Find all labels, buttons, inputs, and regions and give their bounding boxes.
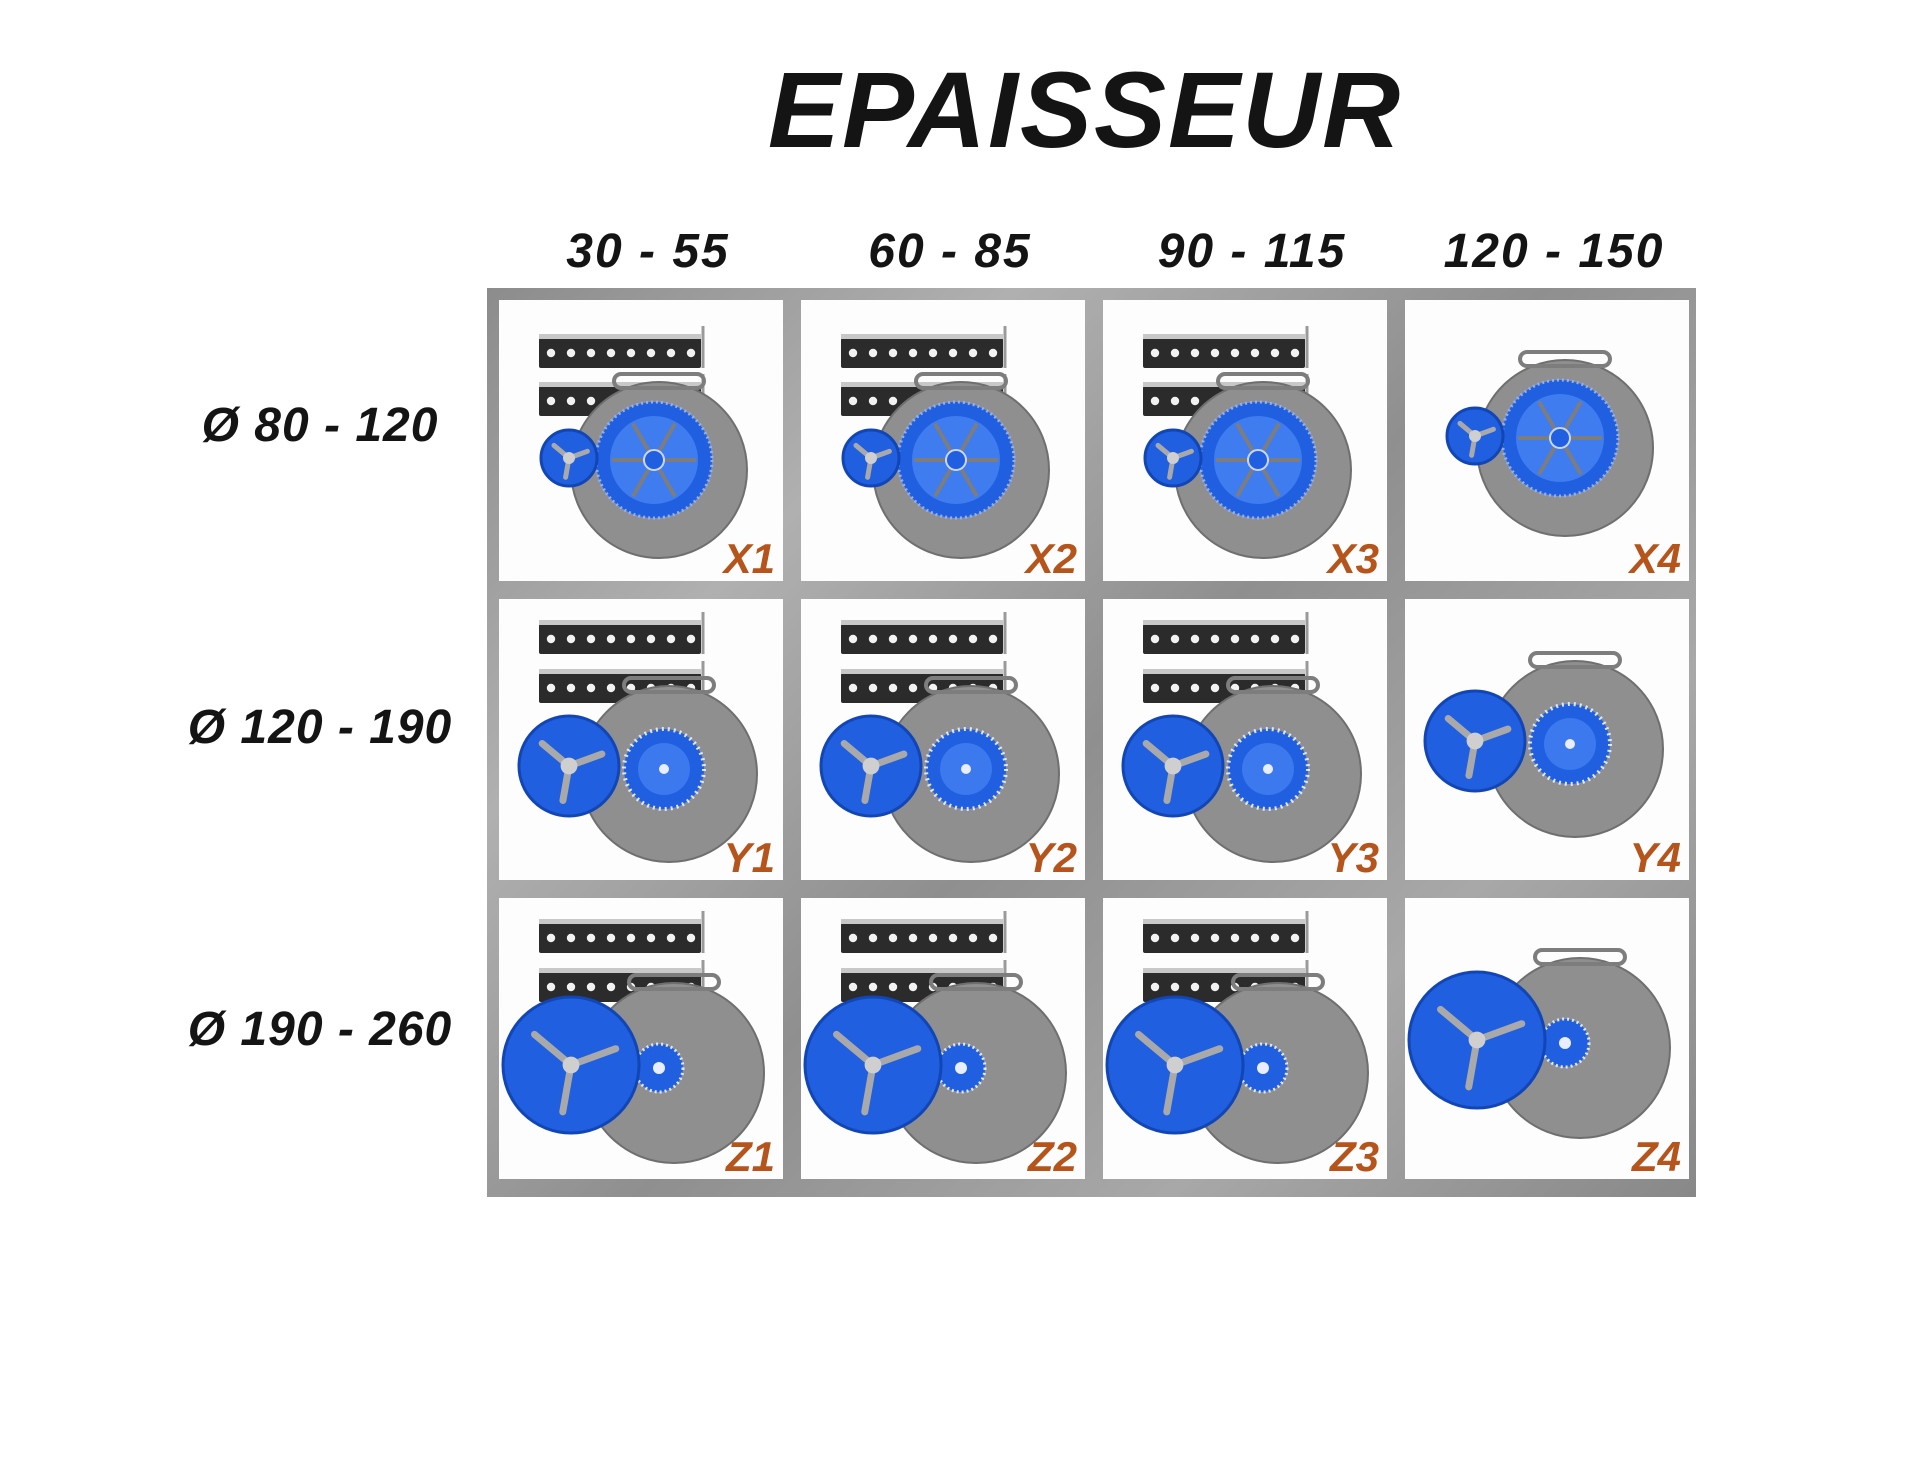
right-wheel (1528, 702, 1612, 786)
config-cell-z2: Z2 (801, 898, 1085, 1179)
left-wheel (517, 714, 621, 818)
right-wheel (594, 400, 714, 520)
machine-illustration (1105, 911, 1369, 1164)
config-code-label: Z1 (725, 1133, 775, 1179)
row-header-2: Ø 120 - 190 (187, 701, 453, 754)
rail (841, 911, 1007, 953)
config-code-label: X4 (1629, 535, 1681, 581)
left-wheel (501, 995, 641, 1135)
machine-illustration (1143, 326, 1352, 559)
config-cell-z4: Z4 (1405, 898, 1689, 1179)
column-header-4: 120 - 150 (1443, 225, 1665, 278)
left-wheel (1105, 995, 1245, 1135)
config-cell-y2: Y2 (801, 599, 1085, 880)
machine-illustration (1423, 651, 1664, 838)
right-wheel (924, 727, 1008, 811)
rail (1143, 911, 1309, 953)
right-wheel (935, 1042, 987, 1094)
left-wheel (1143, 428, 1203, 488)
left-wheel (1121, 714, 1225, 818)
config-cell-x4: X4 (1405, 300, 1689, 581)
config-code-label: Y4 (1629, 834, 1681, 880)
rail (539, 326, 705, 368)
config-code-label: Y2 (1025, 834, 1077, 880)
config-code-label: Z2 (1027, 1133, 1077, 1179)
right-wheel (1500, 378, 1620, 498)
left-wheel (819, 714, 923, 818)
machine-illustration (517, 612, 758, 863)
machine-illustration (819, 612, 1060, 863)
config-cell-z3: Z3 (1103, 898, 1387, 1179)
config-cell-x2: X2 (801, 300, 1085, 581)
left-wheel (1407, 970, 1547, 1110)
rail (1143, 612, 1309, 654)
right-wheel (1226, 727, 1310, 811)
machine-illustration (841, 326, 1050, 559)
column-header-2: 60 - 85 (868, 225, 1032, 278)
left-wheel (841, 428, 901, 488)
rail (539, 612, 705, 654)
row-header-3: Ø 190 - 260 (187, 1003, 453, 1056)
config-code-label: Y1 (723, 834, 775, 880)
machine-illustration (501, 911, 765, 1164)
column-header-3: 90 - 115 (1157, 225, 1347, 278)
config-code-label: X2 (1025, 535, 1077, 581)
config-code-label: Z4 (1631, 1133, 1681, 1179)
config-code-label: Z3 (1329, 1133, 1379, 1179)
right-wheel (622, 727, 706, 811)
right-wheel (1198, 400, 1318, 520)
page-title: EPAISSEUR (767, 49, 1403, 170)
left-wheel (1445, 406, 1505, 466)
right-wheel (1237, 1042, 1289, 1094)
config-cell-y1: Y1 (499, 599, 783, 880)
column-header-1: 30 - 55 (566, 225, 730, 278)
right-wheel (896, 400, 1016, 520)
machine-illustration (1407, 948, 1671, 1139)
left-wheel (803, 995, 943, 1135)
config-cell-y4: Y4 (1405, 599, 1689, 880)
config-cell-z1: Z1 (499, 898, 783, 1179)
rail (1143, 326, 1309, 368)
machine-illustration (1121, 612, 1362, 863)
machine-illustration (1445, 350, 1654, 537)
right-wheel (1539, 1017, 1591, 1069)
rail (841, 612, 1007, 654)
left-wheel (539, 428, 599, 488)
machine-illustration (803, 911, 1067, 1164)
rail (841, 326, 1007, 368)
config-cell-x1: X1 (499, 300, 783, 581)
config-code-label: X3 (1327, 535, 1379, 581)
left-wheel (1423, 689, 1527, 793)
config-code-label: X1 (723, 535, 775, 581)
config-code-label: Y3 (1327, 834, 1379, 880)
config-cell-x3: X3 (1103, 300, 1387, 581)
config-cell-y3: Y3 (1103, 599, 1387, 880)
machine-illustration (539, 326, 748, 559)
rail (539, 911, 705, 953)
right-wheel (633, 1042, 685, 1094)
row-header-1: Ø 80 - 120 (201, 399, 439, 452)
